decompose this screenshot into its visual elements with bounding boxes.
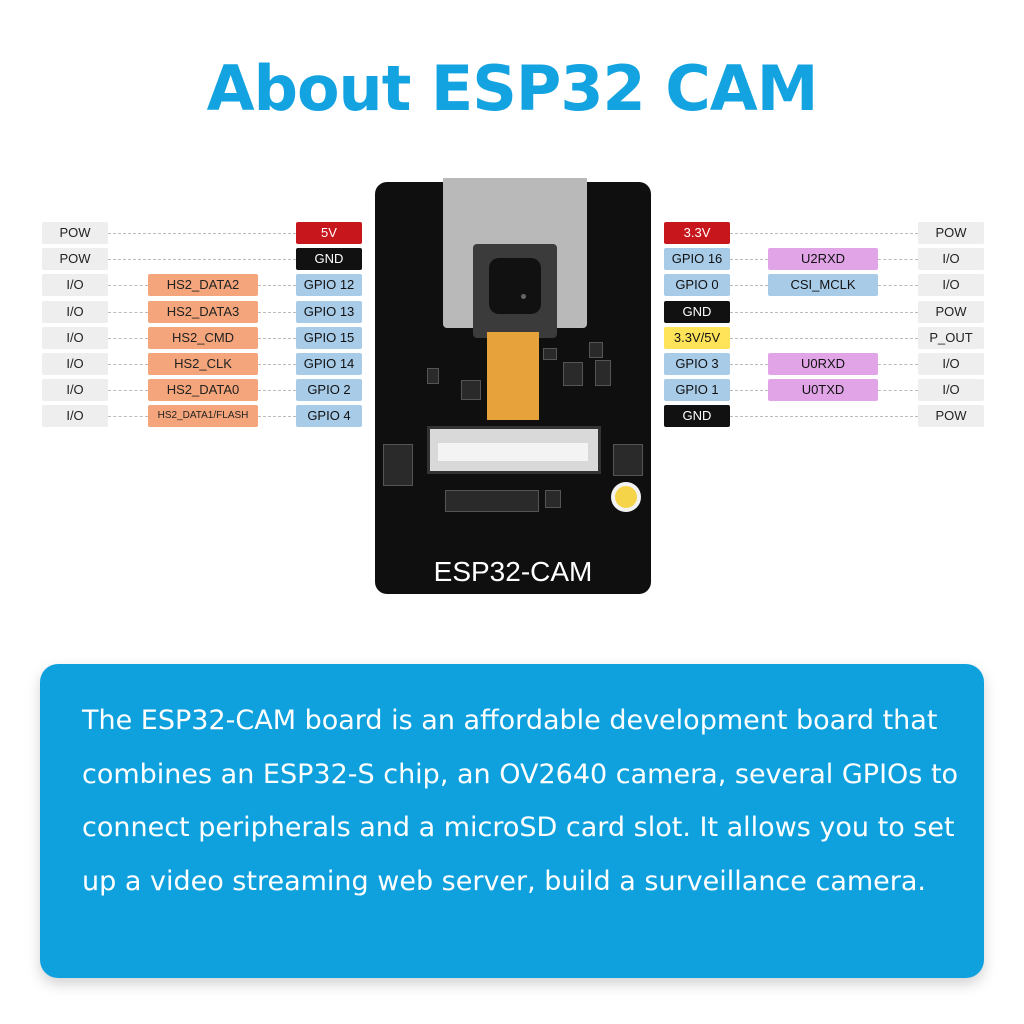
pin-alt-function-label: HS2_DATA1/FLASH bbox=[148, 405, 258, 427]
leader-line bbox=[730, 390, 768, 391]
pin-function-label: I/O bbox=[42, 301, 108, 323]
leader-line bbox=[878, 364, 918, 365]
pin-function-label: POW bbox=[42, 222, 108, 244]
pin-alt-function-label: U2RXD bbox=[768, 248, 878, 270]
smd-component bbox=[545, 490, 561, 508]
smd-component bbox=[563, 362, 583, 386]
camera-ribbon-cable bbox=[487, 332, 539, 420]
smd-component bbox=[461, 380, 481, 400]
leader-line bbox=[108, 364, 148, 365]
leader-line bbox=[258, 364, 296, 365]
pin-function-label: I/O bbox=[42, 353, 108, 375]
smd-component bbox=[595, 360, 611, 386]
pin-name-label: GPIO 12 bbox=[296, 274, 362, 296]
pin-alt-function-label: CSI_MCLK bbox=[768, 274, 878, 296]
pin-name-label: 3.3V/5V bbox=[664, 327, 730, 349]
pin-alt-function-label: HS2_CMD bbox=[148, 327, 258, 349]
leader-line bbox=[730, 259, 768, 260]
pin-name-label: GPIO 14 bbox=[296, 353, 362, 375]
leader-line bbox=[108, 390, 148, 391]
leader-line bbox=[878, 390, 918, 391]
page-title: About ESP32 CAM bbox=[206, 52, 819, 125]
flash-led bbox=[611, 482, 641, 512]
pin-function-label: I/O bbox=[918, 353, 984, 375]
pin-function-label: I/O bbox=[918, 274, 984, 296]
pin-name-label: 3.3V bbox=[664, 222, 730, 244]
description-text: The ESP32-CAM board is an affordable dev… bbox=[82, 705, 959, 897]
pin-function-label: I/O bbox=[42, 327, 108, 349]
pin-function-label: I/O bbox=[42, 379, 108, 401]
leader-line bbox=[108, 259, 296, 260]
pin-function-label: I/O bbox=[42, 274, 108, 296]
pin-name-label: GND bbox=[296, 248, 362, 270]
smd-component bbox=[383, 444, 413, 486]
pin-alt-function-label: HS2_DATA0 bbox=[148, 379, 258, 401]
leader-line bbox=[878, 285, 918, 286]
camera-lens-icon bbox=[489, 258, 541, 314]
leader-line bbox=[730, 233, 918, 234]
leader-line bbox=[258, 416, 296, 417]
leader-line bbox=[108, 312, 148, 313]
pin-function-label: POW bbox=[918, 301, 984, 323]
leader-line bbox=[108, 233, 296, 234]
smd-component bbox=[543, 348, 557, 360]
leader-line bbox=[258, 390, 296, 391]
pin-name-label: GPIO 0 bbox=[664, 274, 730, 296]
pin-name-label: GPIO 3 bbox=[664, 353, 730, 375]
leader-line bbox=[258, 312, 296, 313]
pin-function-label: POW bbox=[918, 405, 984, 427]
leader-line bbox=[730, 364, 768, 365]
smd-component bbox=[589, 342, 603, 358]
leader-line bbox=[258, 285, 296, 286]
leader-line bbox=[730, 338, 918, 339]
pin-name-label: GPIO 2 bbox=[296, 379, 362, 401]
pin-function-label: P_OUT bbox=[918, 327, 984, 349]
pin-alt-function-label: U0TXD bbox=[768, 379, 878, 401]
pin-name-label: GPIO 16 bbox=[664, 248, 730, 270]
smd-component bbox=[445, 490, 539, 512]
pin-name-label: 5V bbox=[296, 222, 362, 244]
pin-alt-function-label: U0RXD bbox=[768, 353, 878, 375]
pin-name-label: GPIO 4 bbox=[296, 405, 362, 427]
pin-alt-function-label: HS2_CLK bbox=[148, 353, 258, 375]
camera-connector bbox=[427, 426, 601, 474]
leader-line bbox=[108, 338, 148, 339]
pin-function-label: POW bbox=[918, 222, 984, 244]
pin-function-label: I/O bbox=[42, 405, 108, 427]
leader-line bbox=[730, 312, 918, 313]
smd-component bbox=[613, 444, 643, 476]
pin-alt-function-label: HS2_DATA3 bbox=[148, 301, 258, 323]
leader-line bbox=[730, 285, 768, 286]
leader-line bbox=[108, 416, 148, 417]
pin-function-label: I/O bbox=[918, 379, 984, 401]
pin-alt-function-label: HS2_DATA2 bbox=[148, 274, 258, 296]
board-silkscreen-label: ESP32-CAM bbox=[433, 556, 593, 587]
pin-name-label: GPIO 15 bbox=[296, 327, 362, 349]
pin-name-label: GND bbox=[664, 301, 730, 323]
leader-line bbox=[878, 259, 918, 260]
leader-line bbox=[108, 285, 148, 286]
camera-module bbox=[473, 244, 557, 338]
description-panel: The ESP32-CAM board is an affordable dev… bbox=[40, 664, 984, 978]
pin-function-label: POW bbox=[42, 248, 108, 270]
pin-name-label: GND bbox=[664, 405, 730, 427]
leader-line bbox=[258, 338, 296, 339]
smd-component bbox=[427, 368, 439, 384]
leader-line bbox=[730, 416, 918, 417]
pin-function-label: I/O bbox=[918, 248, 984, 270]
pin-name-label: GPIO 13 bbox=[296, 301, 362, 323]
esp32-cam-board: ESP32-CAM bbox=[375, 178, 651, 594]
pin-name-label: GPIO 1 bbox=[664, 379, 730, 401]
